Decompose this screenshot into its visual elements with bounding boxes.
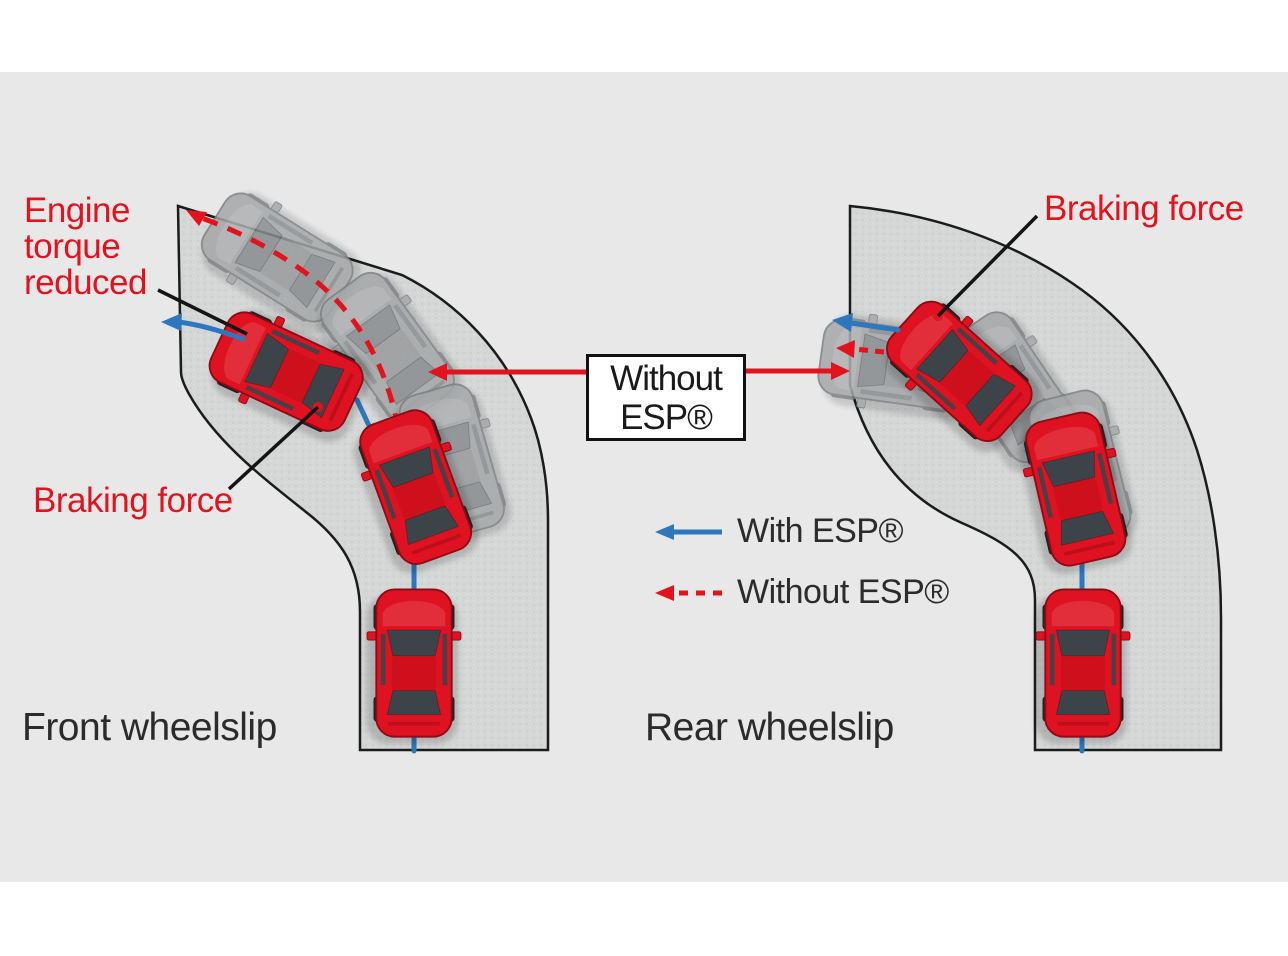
legend-label-without-esp: Without ESP® xyxy=(737,573,949,611)
rear-wheelslip-caption: Rear wheelslip xyxy=(645,706,894,749)
dashed-red-arrow-icon xyxy=(655,584,722,601)
car-red xyxy=(1035,589,1130,744)
without-esp-box-line2: ESP® xyxy=(620,397,713,437)
with-esp-arrow-left xyxy=(161,313,246,342)
pointer-braking-force-left xyxy=(227,405,320,491)
pointer-braking-force-right xyxy=(936,214,1039,318)
without-esp-box: Without ESP® xyxy=(586,354,746,441)
legend-item-with-esp: With ESP® xyxy=(652,509,949,554)
engine-torque-reduced-label: Engine torque reduced xyxy=(24,191,147,302)
without-esp-arrow-to-right-panel xyxy=(746,362,850,380)
pointer-engine-torque xyxy=(157,288,248,336)
car-red xyxy=(366,589,461,744)
with-esp-arrow-right xyxy=(832,313,901,333)
legend-item-without-esp: Without ESP® xyxy=(652,570,949,615)
front-wheelslip-caption: Front wheelslip xyxy=(22,706,277,749)
without-esp-trajectory xyxy=(186,210,401,429)
without-esp-box-line1: Without xyxy=(610,358,723,398)
braking-force-label-right: Braking force xyxy=(1044,189,1244,228)
legend: With ESP® Without ESP® xyxy=(652,509,949,631)
without-esp-small-arrow-right xyxy=(836,340,885,358)
solid-blue-arrow-icon xyxy=(655,523,722,540)
without-esp-arrow-to-left-panel xyxy=(428,363,586,381)
braking-force-label-left: Braking force xyxy=(33,481,233,520)
legend-label-with-esp: With ESP® xyxy=(737,512,904,550)
